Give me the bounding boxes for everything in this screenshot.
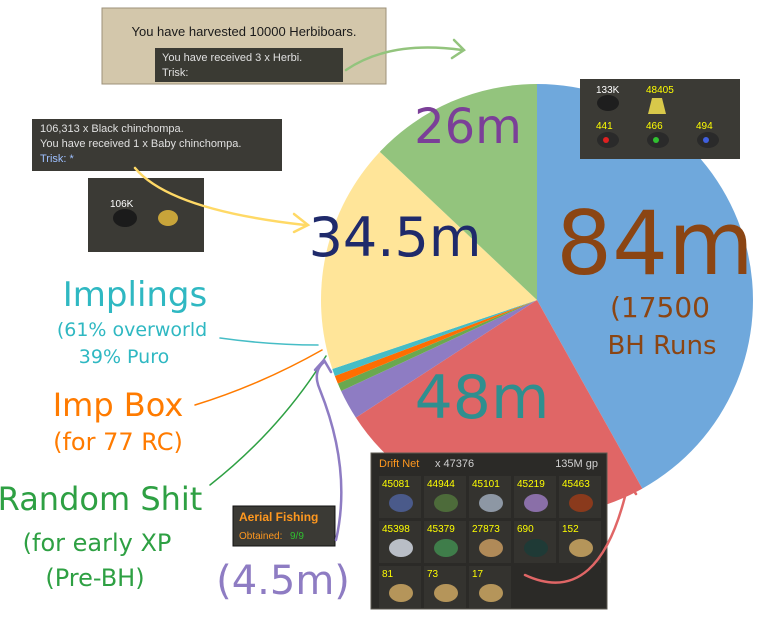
pie-slice-7 — [379, 84, 537, 300]
chin-qty: 106K — [110, 199, 134, 210]
drift-item-qty: 152 — [562, 524, 579, 535]
pie-slice-6 — [321, 151, 537, 369]
pie-slice-0 — [537, 84, 753, 489]
herbiboar-message: You have harvested 10000 Herbiboars. — [131, 24, 356, 39]
drift-net-gp: 135M gp — [555, 458, 598, 470]
drift-item-qty: 45101 — [472, 479, 500, 490]
bones-icon — [479, 539, 503, 557]
drift-item-qty: 45398 — [382, 524, 410, 535]
implings-arrow — [219, 337, 319, 346]
red-pouch-qty: 441 — [596, 121, 613, 132]
potion-qty: 48405 — [646, 85, 674, 96]
blue-pouch-qty: 494 — [696, 121, 713, 132]
manta-icon — [524, 494, 548, 512]
potion-panel: 133K 48405 441 466 494 — [580, 79, 740, 159]
annotation-arrows — [133, 38, 638, 584]
aerial-obtained-label: Obtained: — [239, 531, 282, 542]
slice-label-34-5m: 34.5m — [309, 206, 482, 269]
herbiboar-arrow — [344, 46, 464, 72]
bh-runs-line1: (17500 — [610, 291, 710, 324]
random-line2: (for early XP — [23, 529, 172, 557]
drift-item-qty: 81 — [382, 569, 394, 580]
drift-net-count: x 47376 — [435, 458, 474, 470]
chin-line-2: You have received 1 x Baby chinchompa. — [40, 138, 241, 150]
chin-line-1: 106,313 x Black chinchompa. — [40, 123, 184, 135]
seaweed-icon — [434, 539, 458, 557]
bh-runs-line2: BH Runs — [607, 331, 716, 361]
pie-slice-3 — [337, 300, 537, 391]
chinchompa-icon-panel: 106K — [88, 178, 204, 252]
pouch-qty: 133K — [596, 85, 620, 96]
aerial-value-label: (4.5m) — [216, 558, 350, 604]
drift-item-qty: 690 — [517, 524, 534, 535]
pouch-icon — [597, 95, 619, 111]
drift-net-arrow — [523, 482, 630, 584]
chin-line-3: Trisk: * — [40, 153, 75, 165]
pie-slice-4 — [334, 300, 537, 384]
sack-icon — [569, 539, 593, 557]
fish-icon — [389, 539, 413, 557]
black-chinchompa-icon — [113, 209, 137, 227]
crystal-icon — [524, 539, 548, 557]
random-line3: (Pre-BH) — [45, 564, 144, 592]
implings-label: Implings — [63, 275, 207, 315]
sack-icon — [389, 584, 413, 602]
drift-net-title: Drift Net — [379, 458, 419, 470]
slice-label-48m: 48m — [415, 363, 550, 433]
drift-item-qty: 45379 — [427, 524, 455, 535]
drift-item-qty: 73 — [427, 569, 439, 580]
drift-item-qty: 45219 — [517, 479, 545, 490]
imp-box-label: Imp Box — [53, 386, 184, 424]
herbiboar-trisk-line: Trisk: — [162, 67, 188, 79]
drift-item-qty: 27873 — [472, 524, 500, 535]
sack-icon — [479, 584, 503, 602]
chinchompa-arrow — [133, 166, 307, 227]
implings-line3: 39% Puro — [79, 346, 169, 368]
potion-icon — [648, 98, 666, 114]
green-pouch-qty: 466 — [646, 121, 663, 132]
slice-label-84m: 84m — [556, 192, 754, 295]
herbiboar-drop-line: You have received 3 x Herbi. — [162, 52, 302, 64]
pie-slice-5 — [332, 300, 537, 377]
imp-box-line2: (for 77 RC) — [53, 428, 183, 456]
drift-item-qty: 44944 — [427, 479, 455, 490]
aerial-fishing-panel: Aerial Fishing Obtained: 9/9 — [232, 505, 336, 547]
aerial-title: Aerial Fishing — [239, 510, 318, 524]
herbiboar-chat-panel: You have harvested 10000 Herbiboars. You… — [101, 7, 387, 85]
random-arrow — [209, 355, 327, 486]
baby-chinchompa-icon — [158, 210, 178, 226]
drift-item-qty: 45463 — [562, 479, 590, 490]
pie-slice-2 — [341, 300, 537, 418]
crab-icon — [569, 494, 593, 512]
slice-label-26m: 26m — [414, 99, 522, 155]
imp-box-arrow — [194, 349, 323, 406]
fish-icon — [389, 494, 413, 512]
implings-line2: (61% overworld — [57, 319, 207, 341]
drift-item-qty: 17 — [472, 569, 484, 580]
sack-icon — [434, 584, 458, 602]
aerial-arrow — [315, 360, 343, 542]
drift-net-panel: Drift Net x 47376 135M gp 45081 44944 4510… — [370, 452, 608, 610]
drift-item-qty: 45081 — [382, 479, 410, 490]
turtle-icon — [434, 494, 458, 512]
shark-icon — [479, 494, 503, 512]
drift-net-item-grid: 45081 44944 45101 45219 45463 45398 45379 27873… — [379, 476, 601, 608]
aerial-obtained-value: 9/9 — [290, 531, 304, 542]
random-label: Random Shit — [0, 480, 202, 518]
chinchompa-chat-panel: 106,313 x Black chinchompa. You have rec… — [32, 119, 282, 171]
